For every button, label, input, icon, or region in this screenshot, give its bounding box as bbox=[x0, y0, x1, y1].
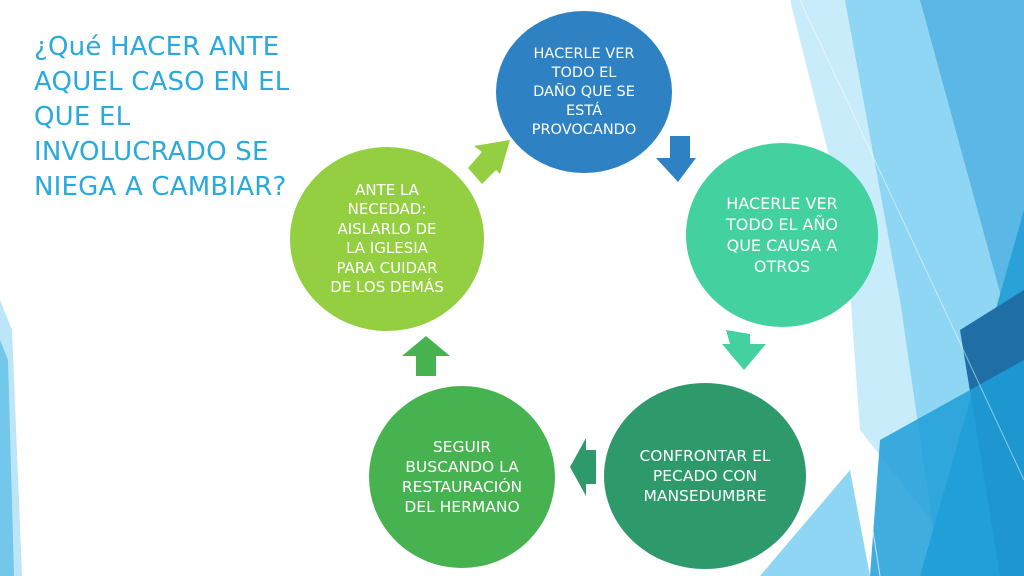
cycle-step-1: HACERLE VER TODO EL DAÑO QUE SE ESTÁ PRO… bbox=[496, 11, 672, 173]
cycle-step-4-label: SEGUIR BUSCANDO LA RESTAURACIÓN DEL HERM… bbox=[401, 438, 523, 516]
cycle-step-4: SEGUIR BUSCANDO LA RESTAURACIÓN DEL HERM… bbox=[369, 386, 555, 568]
cycle-arrow-4-to-5 bbox=[402, 336, 450, 376]
cycle-step-5-label: ANTE LA NECEDAD: AISLARLO DE LA IGLESIA … bbox=[330, 180, 444, 297]
cycle-arrow-2-to-3 bbox=[722, 330, 766, 370]
slide-title: ¿Qué HACER ANTE AQUEL CASO EN EL QUE EL … bbox=[34, 32, 290, 202]
cycle-step-3-label: CONFRONTAR EL PECADO CON MANSEDUMBRE bbox=[639, 447, 771, 505]
cycle-arrow-1-to-2 bbox=[656, 136, 696, 182]
cycle-step-3: CONFRONTAR EL PECADO CON MANSEDUMBRE bbox=[604, 383, 806, 569]
cycle-arrow-3-to-4 bbox=[570, 438, 596, 496]
cycle-arrow-5-to-1 bbox=[468, 140, 510, 184]
cycle-step-5: ANTE LA NECEDAD: AISLARLO DE LA IGLESIA … bbox=[290, 147, 484, 331]
cycle-step-2-label: HACERLE VER TODO EL AÑO QUE CAUSA A OTRO… bbox=[726, 194, 838, 276]
cycle-step-2: HACERLE VER TODO EL AÑO QUE CAUSA A OTRO… bbox=[686, 143, 878, 327]
cycle-step-1-label: HACERLE VER TODO EL DAÑO QUE SE ESTÁ PRO… bbox=[531, 45, 637, 138]
